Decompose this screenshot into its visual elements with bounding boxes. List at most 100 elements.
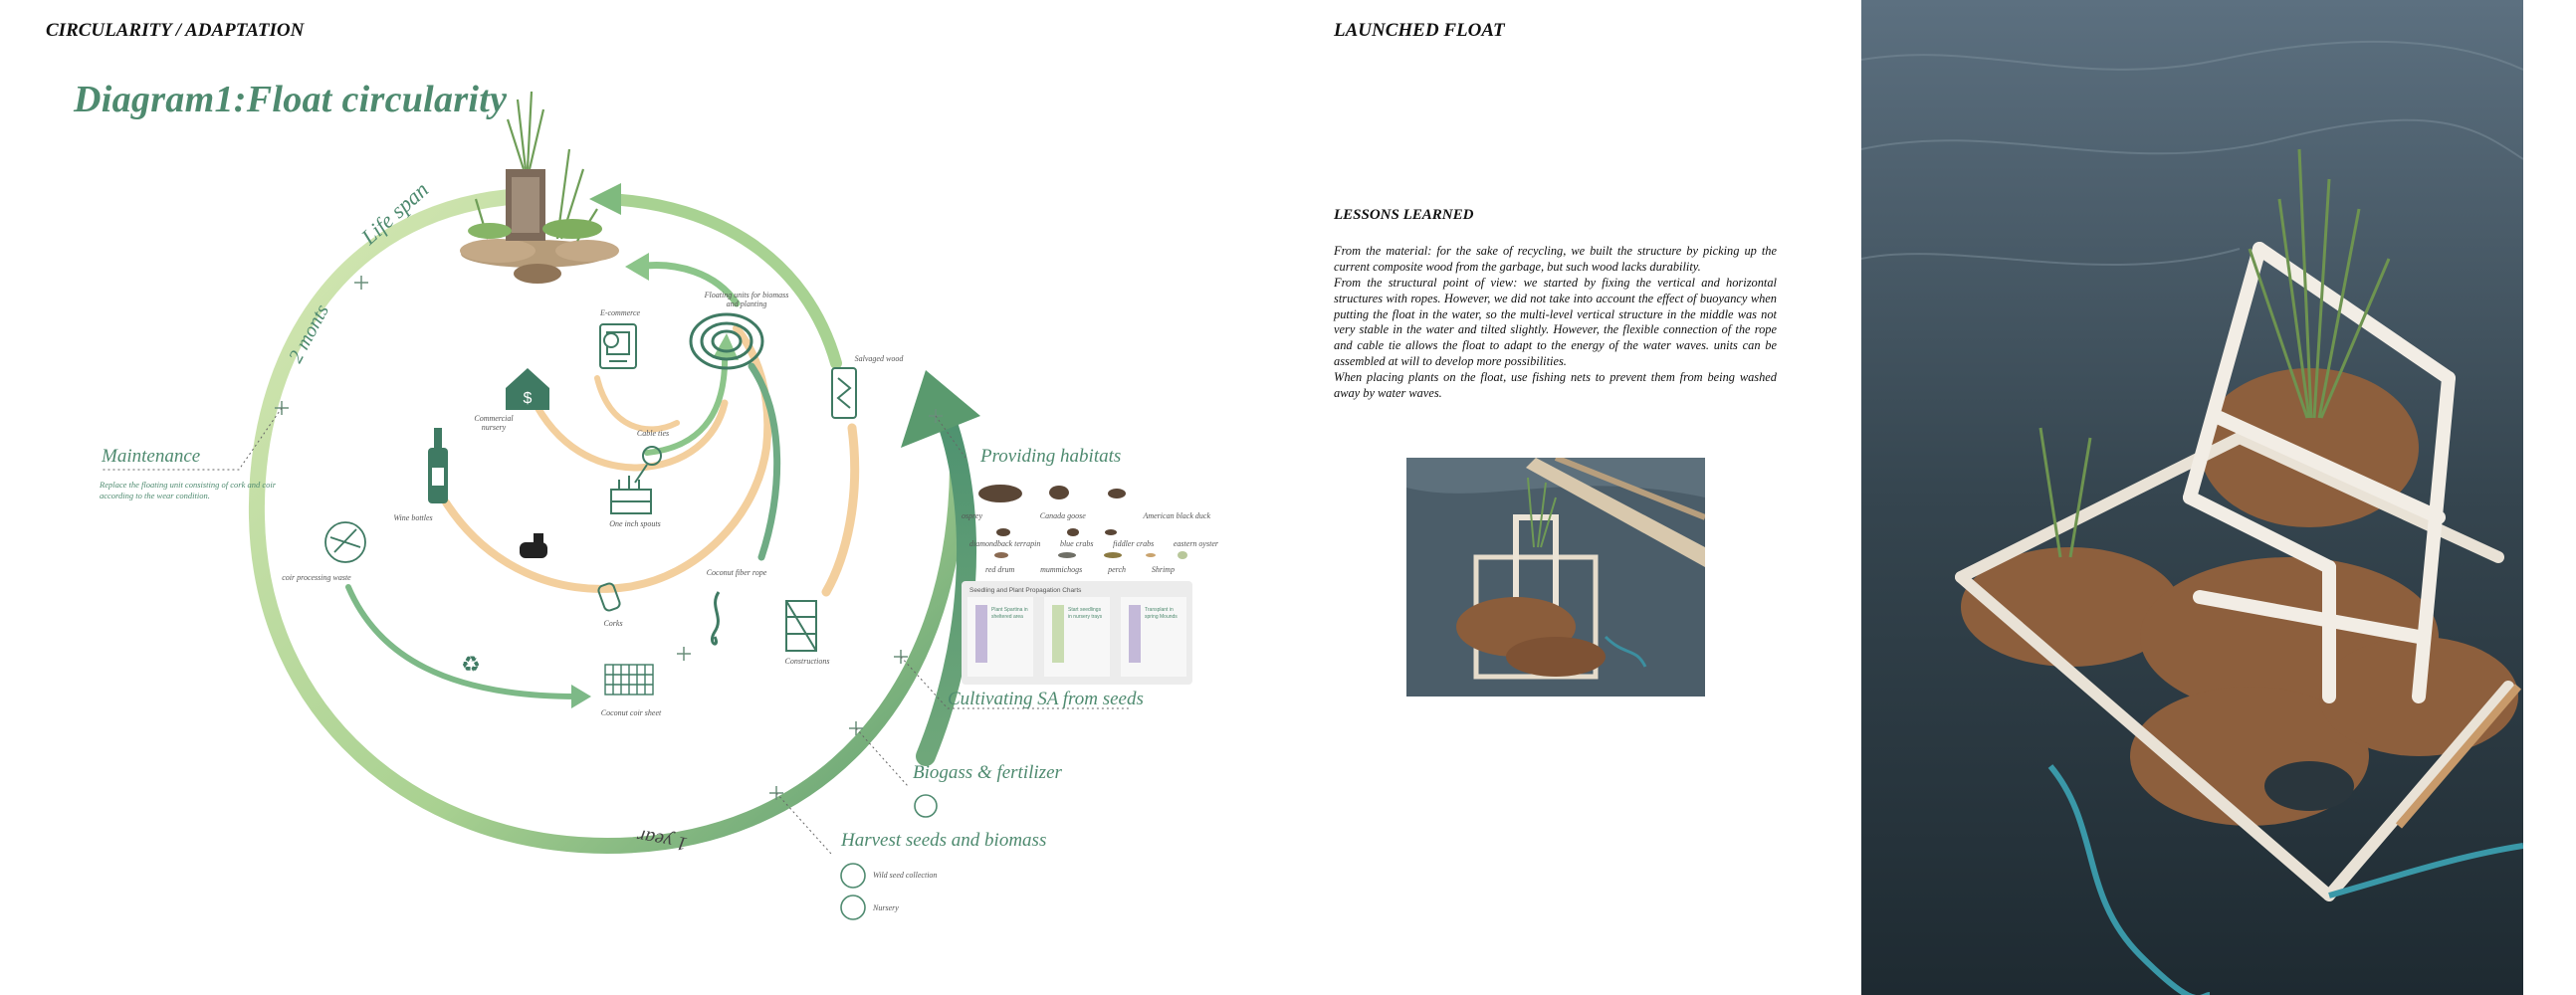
commercial-nursery-icon: $ bbox=[506, 368, 549, 410]
diagram-title: Diagram1:Float circularity bbox=[74, 79, 508, 120]
red-drum-icon bbox=[994, 552, 1008, 558]
blue-crab-icon bbox=[1067, 528, 1079, 536]
mummichog-icon bbox=[1058, 552, 1076, 558]
salvaged-wood-label: Salvaged wood bbox=[854, 354, 904, 363]
wild-seed-label: Wild seed collection bbox=[873, 871, 938, 880]
coir-waste-icon bbox=[324, 521, 366, 563]
species-row-3: red drum mummichogs perch Shrimp bbox=[985, 565, 1175, 574]
species-row-1: osprey Canada goose American black duck bbox=[962, 511, 1210, 520]
cable-ties-icon bbox=[634, 446, 662, 484]
float-illustration bbox=[460, 91, 619, 284]
svg-text:♻: ♻ bbox=[461, 653, 481, 678]
float-photo-small bbox=[1406, 458, 1705, 696]
recycle-icon: ♻ bbox=[456, 650, 486, 680]
cable-ties-label: Cable ties bbox=[636, 429, 670, 438]
orange-arc-inner bbox=[529, 394, 729, 472]
outer-cycle-arc bbox=[248, 189, 966, 855]
circularity-diagram: $ ♻ bbox=[102, 91, 1187, 920]
leader-lines bbox=[102, 407, 1130, 855]
svg-text:$: $ bbox=[524, 390, 533, 407]
propagation-step-1-text: Plant Spartina in sheltered area bbox=[991, 607, 1028, 620]
section-header-right: LAUNCHED FLOAT bbox=[1334, 20, 1505, 41]
propagation-chart-caption: Seedling and Plant Propagation Charts bbox=[969, 587, 1082, 594]
green-arc-float-head bbox=[625, 253, 649, 281]
terrapin-icon bbox=[996, 528, 1010, 536]
species-fiddler-crabs: fiddler crabs bbox=[1113, 539, 1155, 548]
propagation-step-3: Transplant in spring Mounds bbox=[1121, 597, 1186, 677]
species-perch: perch bbox=[1108, 565, 1127, 574]
lessons-paragraph-3: When placing plants on the float, use fi… bbox=[1334, 370, 1777, 400]
green-arc-cable-head bbox=[713, 333, 739, 360]
section-header-left: CIRCULARITY / ADAPTATION bbox=[46, 20, 305, 41]
duck-icon bbox=[1108, 489, 1126, 498]
lessons-paragraph-2: From the structural point of view: we st… bbox=[1334, 275, 1777, 369]
nursery-label: Nursery bbox=[873, 903, 899, 912]
spouts-label: One inch spouts bbox=[609, 519, 661, 528]
construction-icon bbox=[785, 600, 817, 652]
green-arc-rope bbox=[748, 362, 781, 561]
coir-waste-label: coir processing waste bbox=[282, 573, 351, 582]
floating-units-label: Floating units for biomass and planting bbox=[704, 291, 789, 308]
rope-label: Coconut fiber rope bbox=[706, 568, 767, 577]
species-row-2: diamondback terrapin blue crabs fiddler … bbox=[969, 539, 1218, 548]
lessons-paragraph-1: From the material: for the sake of recyc… bbox=[1334, 244, 1777, 274]
rope-icon bbox=[710, 591, 721, 646]
maintenance-desc: Replace the floating unit consisting of … bbox=[100, 480, 277, 501]
osprey-icon bbox=[978, 485, 1022, 502]
constructions-label: Constructions bbox=[784, 657, 830, 666]
hand-recycle-icon bbox=[520, 533, 547, 558]
species-terrapin: diamondback terrapin bbox=[969, 539, 1041, 548]
perch-icon bbox=[1104, 552, 1122, 558]
lessons-body: From the material: for the sake of recyc… bbox=[1334, 244, 1777, 402]
cultivating-label: Cultivating SA from seeds bbox=[948, 689, 1144, 709]
maintenance-label: Maintenance bbox=[102, 446, 201, 467]
ecommerce-icon bbox=[599, 323, 637, 369]
spouts-icon bbox=[610, 476, 652, 514]
animal-icons bbox=[978, 485, 1187, 559]
propagation-step-2: Start seedlings in nursery trays bbox=[1044, 597, 1110, 677]
species-oyster: eastern oyster bbox=[1173, 539, 1218, 548]
ecommerce-label: E-commerce bbox=[599, 308, 641, 317]
green-arc-coir-head bbox=[571, 685, 591, 708]
commercial-nursery-label: Commercial nursery bbox=[474, 414, 514, 432]
biogas-icon bbox=[914, 794, 938, 818]
orange-arc-right bbox=[821, 423, 860, 597]
orange-arc-small bbox=[594, 375, 680, 433]
goose-icon bbox=[1049, 486, 1069, 499]
wine-bottles-label: Wine bottles bbox=[393, 513, 433, 522]
species-duck: American black duck bbox=[1143, 511, 1210, 520]
wild-seed-icon bbox=[840, 863, 866, 889]
lessons-title: LESSONS LEARNED bbox=[1334, 207, 1474, 223]
propagation-step-1: Plant Spartina in sheltered area bbox=[967, 597, 1033, 677]
nursery-icon bbox=[840, 895, 866, 920]
float-photo-large bbox=[1861, 0, 2523, 995]
species-shrimp: Shrimp bbox=[1151, 565, 1175, 574]
biogas-label: Biogass & fertilizer bbox=[913, 762, 1062, 783]
coir-sheet-icon bbox=[604, 664, 654, 696]
species-goose: Canada goose bbox=[1039, 511, 1086, 520]
top-arrowhead bbox=[589, 183, 621, 215]
oyster-icon bbox=[1178, 551, 1187, 559]
green-arc-coir bbox=[345, 584, 580, 699]
propagation-step-2-text: Start seedlings in nursery trays bbox=[1068, 607, 1103, 620]
species-blue-crabs: blue crabs bbox=[1059, 539, 1094, 548]
floating-unit-icon bbox=[689, 312, 764, 370]
right-arrowhead bbox=[901, 370, 980, 448]
propagation-chart-card: Seedling and Plant Propagation Charts Pl… bbox=[962, 581, 1192, 685]
salvaged-wood-icon bbox=[831, 367, 857, 419]
corks-label: Corks bbox=[603, 619, 623, 628]
species-red-drum: red drum bbox=[985, 565, 1015, 574]
species-mummichogs: mummichogs bbox=[1040, 565, 1083, 574]
shrimp-icon bbox=[1146, 553, 1156, 557]
green-arc-cable bbox=[644, 350, 729, 456]
cork-icon bbox=[597, 582, 621, 612]
wine-bottle-icon bbox=[428, 428, 448, 503]
green-arc-float bbox=[633, 262, 741, 307]
coir-sheet-label: Coconut coir sheet bbox=[600, 708, 662, 717]
harvest-label: Harvest seeds and biomass bbox=[841, 830, 1047, 851]
fiddler-crab-icon bbox=[1105, 529, 1117, 535]
species-osprey: osprey bbox=[962, 511, 983, 520]
providing-habitats-label: Providing habitats bbox=[980, 446, 1122, 467]
top-arc bbox=[601, 193, 842, 369]
propagation-step-3-text: Transplant in spring Mounds bbox=[1145, 607, 1178, 620]
